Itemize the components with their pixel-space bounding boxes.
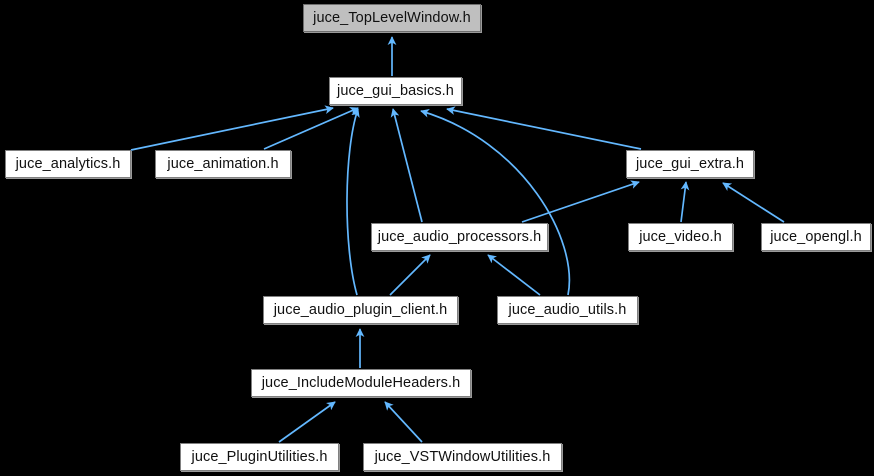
node-juce-pluginutilities-h[interactable]: juce_PluginUtilities.h [180,443,339,471]
node-juce-animation-h[interactable]: juce_animation.h [155,150,291,178]
node-juce-audio-utils-h[interactable]: juce_audio_utils.h [497,296,638,324]
node-label: juce_PluginUtilities.h [191,448,328,465]
edge-plugin-utilities-to-include-module-headers [278,401,336,443]
node-label: juce_video.h [639,228,722,245]
node-label: juce_gui_extra.h [635,155,744,172]
node-label: juce_animation.h [167,155,279,172]
node-label: juce_VSTWindowUtilities.h [374,448,551,465]
edge-vst-window-utilities-to-include-module-headers [384,401,423,443]
node-label: juce_IncludeModuleHeaders.h [261,374,461,391]
node-juce-opengl-h[interactable]: juce_opengl.h [761,223,871,251]
node-label: juce_gui_basics.h [337,82,454,99]
edge-opengl-to-gui-extra [722,182,785,223]
edge-audio-utils-to-gui-basics [420,109,571,296]
edge-audio-processors-to-gui-extra [521,180,640,223]
edge-analytics-to-gui-basics [130,105,334,151]
edge-gui-extra-to-gui-basics [446,106,642,150]
edge-audio-processors-to-gui-basics [390,108,423,223]
node-label: juce_opengl.h [770,228,862,245]
edge-audio-plugin-client-to-gui-basics [346,108,360,296]
edge-audio-plugin-client-to-audio-processors [389,254,431,296]
node-label: juce_audio_plugin_client.h [273,301,448,318]
node-juce-audio-plugin-client-h[interactable]: juce_audio_plugin_client.h [263,296,458,324]
node-juce-toplevelwindow-h[interactable]: juce_TopLevelWindow.h [303,4,481,32]
node-juce-audio-processors-h[interactable]: juce_audio_processors.h [371,223,548,251]
node-label: juce_analytics.h [15,155,121,172]
node-juce-analytics-h[interactable]: juce_analytics.h [5,150,131,178]
edge-animation-to-gui-basics [263,107,359,150]
node-juce-gui-basics-h[interactable]: juce_gui_basics.h [329,77,462,105]
node-label: juce_audio_processors.h [377,228,542,245]
node-label: juce_audio_utils.h [508,301,627,318]
node-juce-includemoduleheaders-h[interactable]: juce_IncludeModuleHeaders.h [251,369,471,397]
edge-audio-utils-to-audio-processors [487,254,541,296]
edge-video-to-gui-extra [680,181,690,223]
node-label: juce_TopLevelWindow.h [313,9,471,26]
node-juce-vstwindowutilities-h[interactable]: juce_VSTWindowUtilities.h [363,443,562,471]
node-juce-gui-extra-h[interactable]: juce_gui_extra.h [626,150,754,178]
node-juce-video-h[interactable]: juce_video.h [628,223,733,251]
